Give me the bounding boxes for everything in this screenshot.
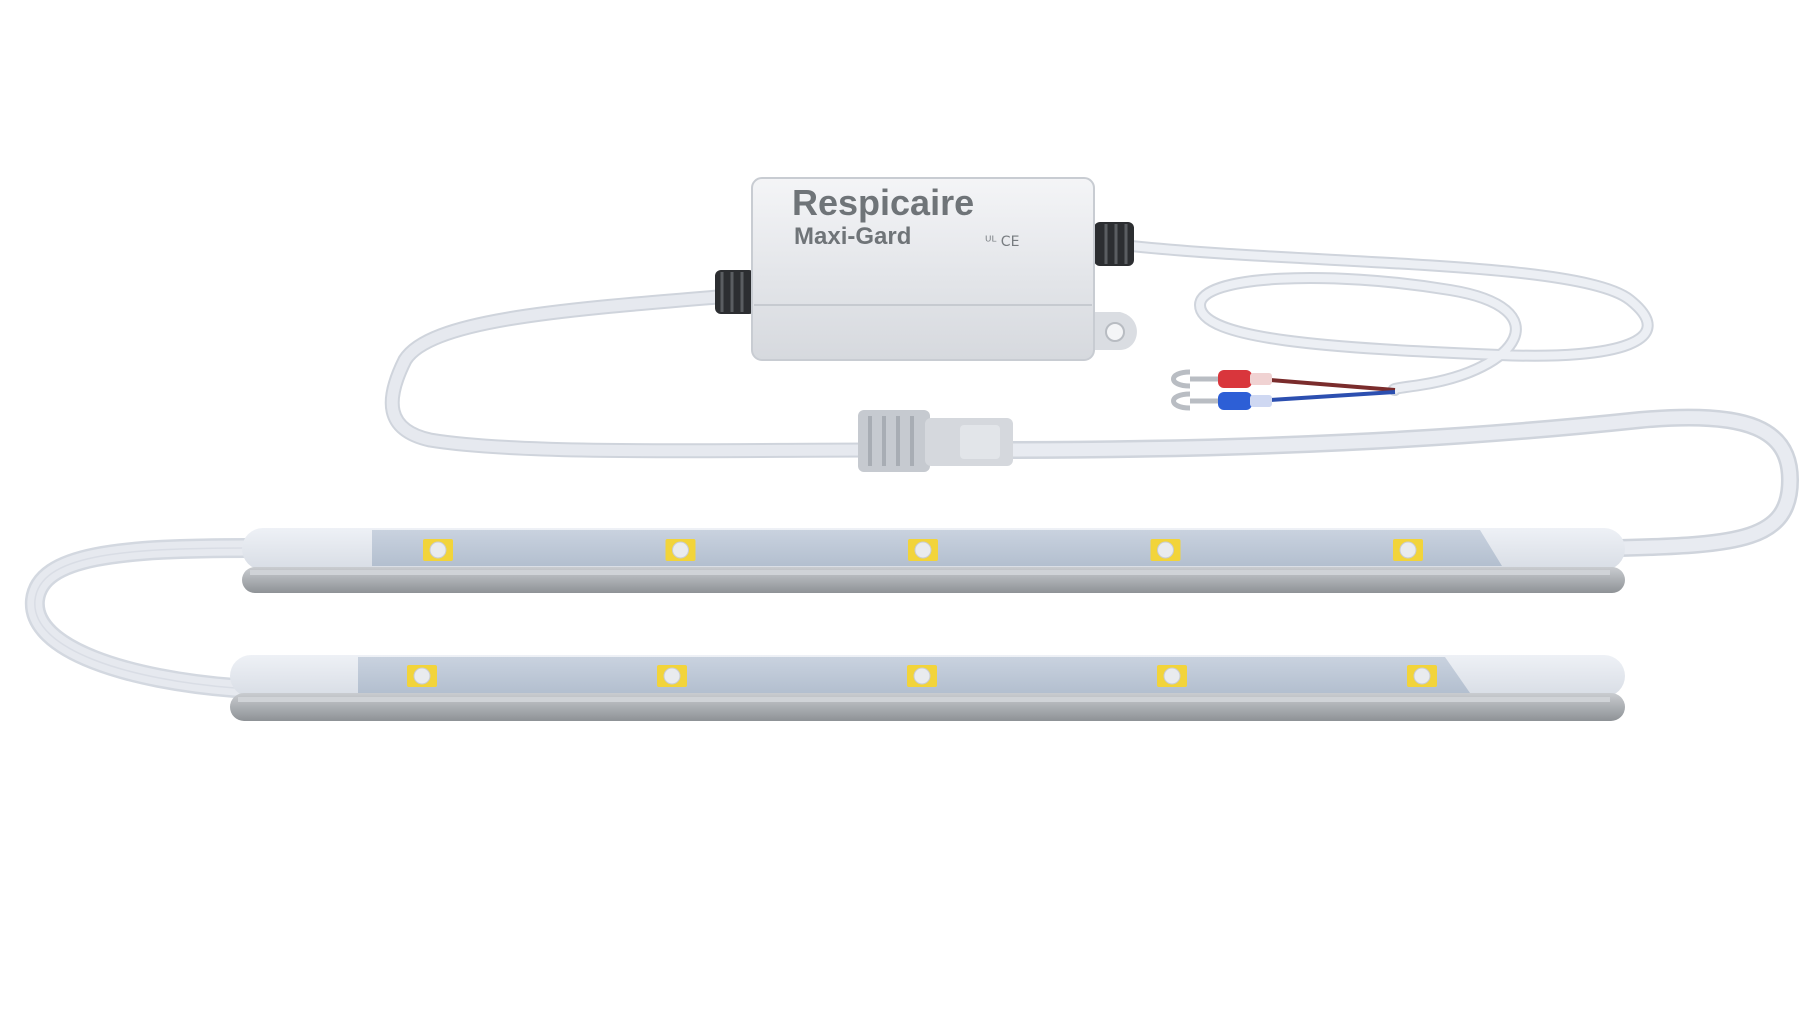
left-cable-gland	[715, 270, 755, 314]
led-bar-bottom	[230, 655, 1625, 721]
led-chip	[665, 539, 696, 561]
blue-terminal	[1218, 392, 1252, 410]
fork-terminal-red	[1171, 369, 1218, 389]
led-chip	[423, 539, 453, 561]
led-chip	[1150, 539, 1181, 561]
model-name: Maxi-Gard	[794, 223, 911, 250]
red-terminal	[1218, 370, 1252, 388]
driver-box: Respicaire Maxi-Gard ᵁᴸ CE	[715, 177, 1137, 361]
led-chip	[908, 539, 938, 561]
certification-marks: ᵁᴸ CE	[985, 234, 1019, 250]
led-chip	[907, 665, 937, 687]
led-bar-top	[242, 528, 1625, 593]
cables	[24, 239, 1799, 698]
led-chip	[1407, 665, 1437, 687]
led-chip	[1157, 665, 1187, 687]
brand-name: Respicaire	[792, 182, 974, 223]
wire-terminals	[1171, 369, 1396, 411]
led-chip	[657, 665, 687, 687]
inline-connector	[858, 410, 1013, 472]
led-chip	[1393, 539, 1423, 561]
fork-terminal-blue	[1171, 391, 1218, 411]
right-cable-gland	[1094, 222, 1134, 266]
led-chip	[407, 665, 437, 687]
